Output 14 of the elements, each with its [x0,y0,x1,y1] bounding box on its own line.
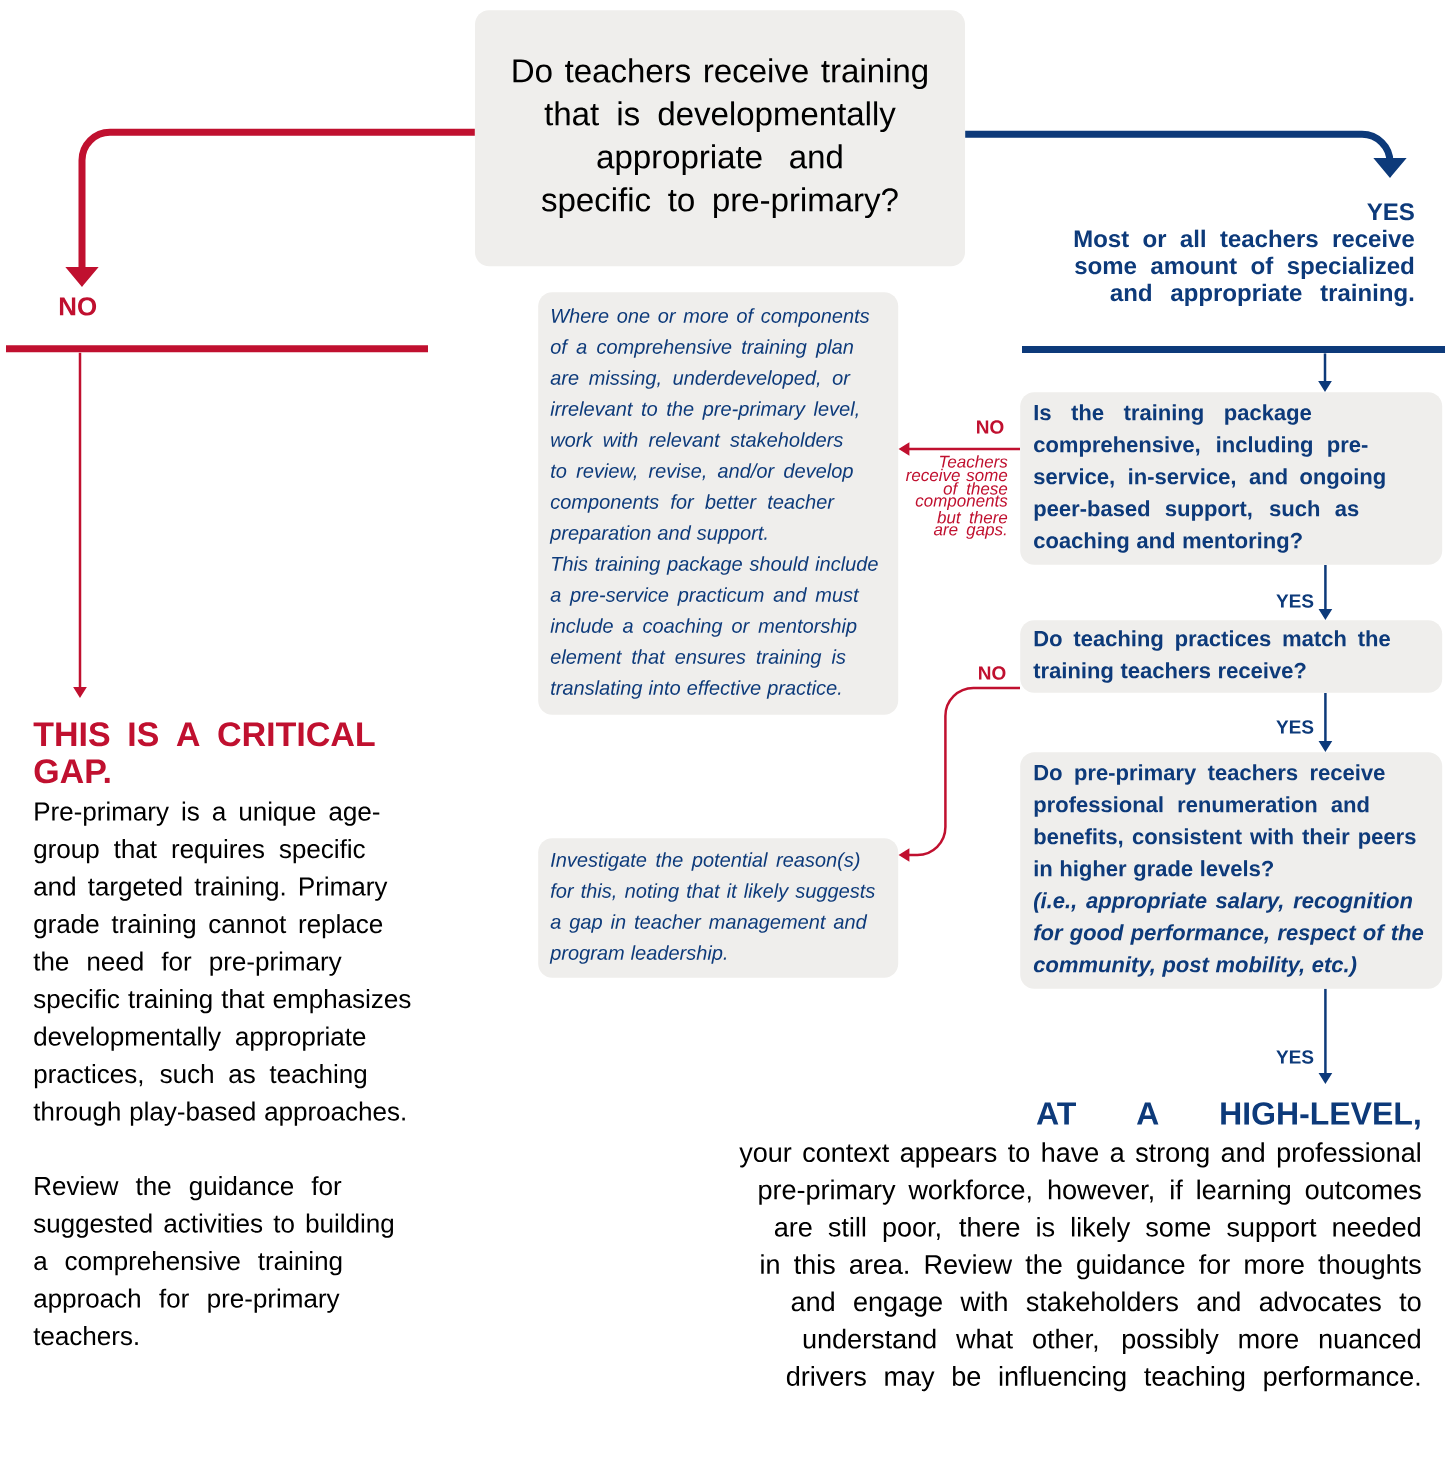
question-box: Do teachers receive training that is developmentally appropriate and specific to pre-primary? [475,10,965,267]
edge-label: NO [976,665,1008,681]
question-box: Do pre-primary teachers receive professional renumeration and benefits, consistent with their peers in higher grade levels? (i.e., appropriate salary, recognition for good performance, respect of the community, post mobility, etc.) [1020,752,1443,989]
conclusion-text: AT A HIGH-LEVEL, your context appears to have a strong and professional pre-primary workforce, however, if learning outcomes are still poor, there is likely some support needed in this area. Review the guidance for more thoughts and engage with stakeholders and advocates to understand what other, possibly more nuanced drivers may be influencing teaching performance. [739,1102,1421,1392]
edge-label: YES [1275,593,1315,609]
advice-box: Investigate the potential reason(s) for this, noting that it likely suggests a gap in teacher management and program leadership. [538,838,899,978]
edge-label: YES [1275,719,1315,735]
advice-box: Where one or more of components of a comprehensive training plan are missing, underdeveloped, or irrelevant to the pre-primary level, work with relevant stakeholders to review, revise, and/or develop components for better teacher preparation and support. This training package should include a pre-service practicum and must include a coaching or mentorship element that ensures training is translating into effective practice. [538,292,899,715]
edge-label: NO [974,419,1006,435]
critical-gap-text: THIS IS A CRITICAL GAP. Pre-primary is a unique age-group that requires specific and targeted training. Primary grade training cannot replace the need for pre-primary specific training that emphasizes developmentally appropriate practices, such as teaching through play-based approaches. Review the guidance for suggested activities to building a comprehensive training approach for pre-primary teachers. [33,722,411,1346]
question-box: Is the training package comprehensive, including pre-service, in-service, and ongoing peer-based support, such as coaching and mentoring? [1020,392,1443,565]
edge-label: YES [1275,1049,1315,1065]
question-box: Do teaching practices match the training teachers receive? [1020,620,1443,693]
edge-note: Teachers receive some of these components but there are gaps. [905,455,1008,539]
